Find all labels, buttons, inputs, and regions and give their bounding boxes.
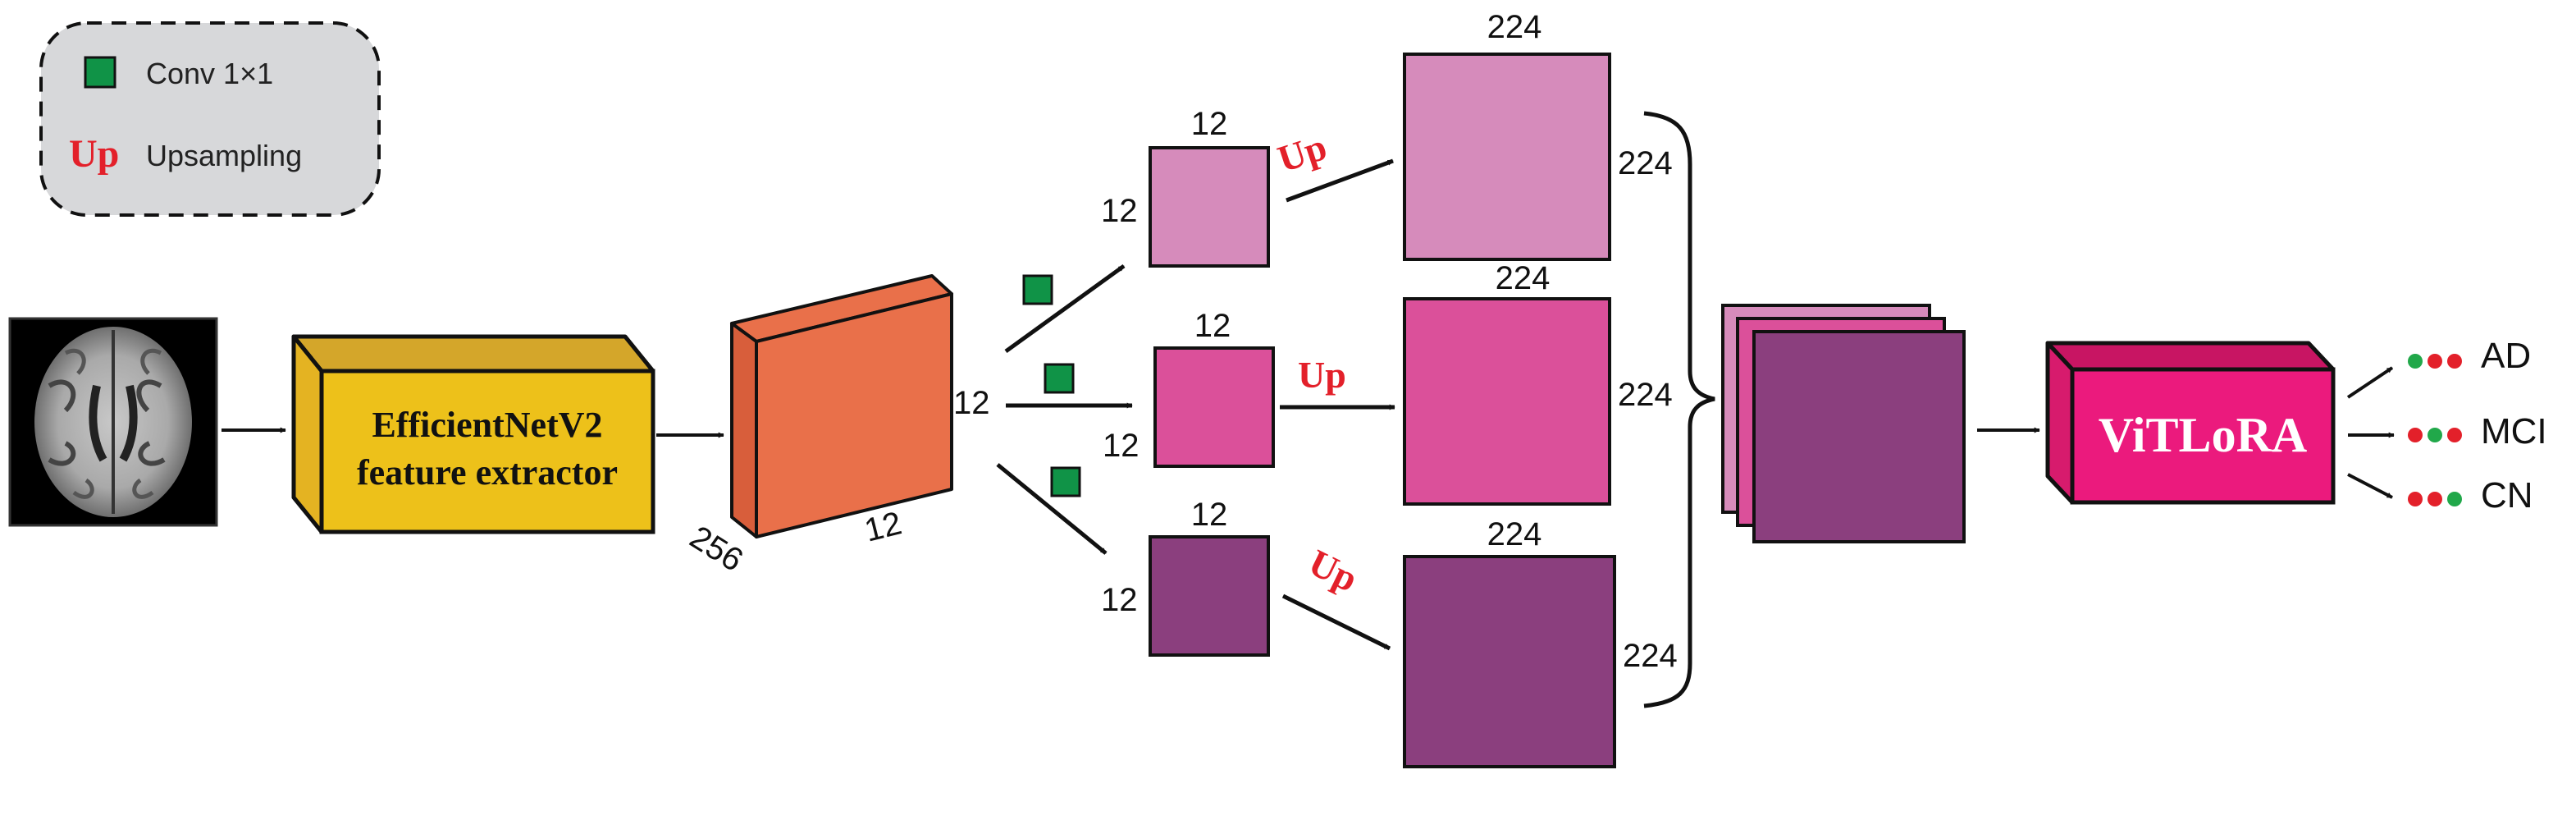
large-map-top-height: 224 [1618, 145, 1673, 181]
upsample-arrow-top [1286, 158, 1394, 203]
output-label-mci: MCI [2481, 411, 2547, 451]
large-map-bottom [1403, 555, 1616, 768]
small-map-bottom-width: 12 [1191, 497, 1228, 533]
conv-icon-middle [1044, 363, 1075, 394]
dot-red [2408, 428, 2423, 442]
feature-map-width-label: 12 [861, 505, 906, 548]
large-map-middle-height: 224 [1618, 377, 1673, 413]
upsample-arrow-bottom [1281, 593, 1391, 651]
output-mci: MCI [2348, 411, 2547, 451]
branch-top: 12 12 Up 224 224 [1101, 9, 1673, 268]
large-map-bottom-height: 224 [1623, 638, 1678, 674]
small-map-top [1149, 146, 1270, 268]
conv-legend-icon [84, 56, 116, 89]
output-cn: CN [2347, 473, 2533, 516]
up-label-bottom: Up [1303, 541, 1364, 600]
efficientnet-block: EfficientNetV2 feature extractor [291, 334, 655, 534]
feature-map-block: 12 12 256 [683, 274, 990, 579]
small-map-top-height: 12 [1101, 193, 1138, 229]
legend: Conv 1×1 Up Upsampling [39, 21, 381, 217]
large-map-top-width: 224 [1487, 9, 1542, 45]
dot-red [2428, 492, 2442, 506]
conv-icon-bottom [1050, 466, 1081, 497]
conv-icon-top [1022, 274, 1053, 305]
feature-map-depth-label: 256 [683, 519, 749, 579]
large-map-middle [1403, 297, 1611, 506]
small-map-bottom-height: 12 [1101, 582, 1138, 618]
up-legend-symbol: Up [69, 132, 119, 176]
dot-red [2447, 428, 2462, 442]
large-map-bottom-width: 224 [1487, 516, 1542, 552]
dot-red [2428, 354, 2442, 369]
dot-red [2447, 354, 2462, 369]
output-ad: AD [2346, 336, 2531, 399]
large-map-middle-width: 224 [1496, 260, 1551, 296]
concat-brace [1643, 111, 1715, 708]
up-label-top: Up [1272, 126, 1331, 181]
vitlora-block: ViTLoRA [2045, 341, 2336, 505]
output-label-ad: AD [2481, 336, 2531, 376]
conv-legend-label: Conv 1×1 [146, 57, 273, 90]
small-map-middle-width: 12 [1194, 308, 1231, 344]
stacked-maps [1721, 304, 1966, 543]
large-map-top [1403, 53, 1611, 261]
arrow-to-branch-bottom [996, 463, 1108, 555]
branch-bottom: 12 12 Up 224 224 [1101, 497, 1678, 768]
output-label-cn: CN [2481, 475, 2533, 516]
small-map-bottom [1149, 535, 1270, 657]
small-map-top-width: 12 [1191, 106, 1228, 142]
dot-green [2408, 354, 2423, 369]
input-mri-image [8, 317, 218, 527]
up-label-middle: Up [1298, 354, 1346, 396]
feature-map-height-label: 12 [953, 385, 990, 421]
dot-green [2447, 492, 2462, 506]
dot-red [2408, 492, 2423, 506]
efficientnet-label-line1: EfficientNetV2 [372, 405, 602, 445]
up-legend-label: Upsampling [146, 139, 302, 172]
branch-middle: 12 12 Up 224 224 [1103, 260, 1673, 506]
dot-green [2428, 428, 2442, 442]
efficientnet-label-line2: feature extractor [357, 452, 618, 493]
small-map-middle-height: 12 [1103, 428, 1140, 464]
vitlora-label: ViTLoRA [2099, 408, 2307, 462]
arrow-to-branch-top [1004, 263, 1126, 354]
small-map-middle [1153, 346, 1275, 468]
